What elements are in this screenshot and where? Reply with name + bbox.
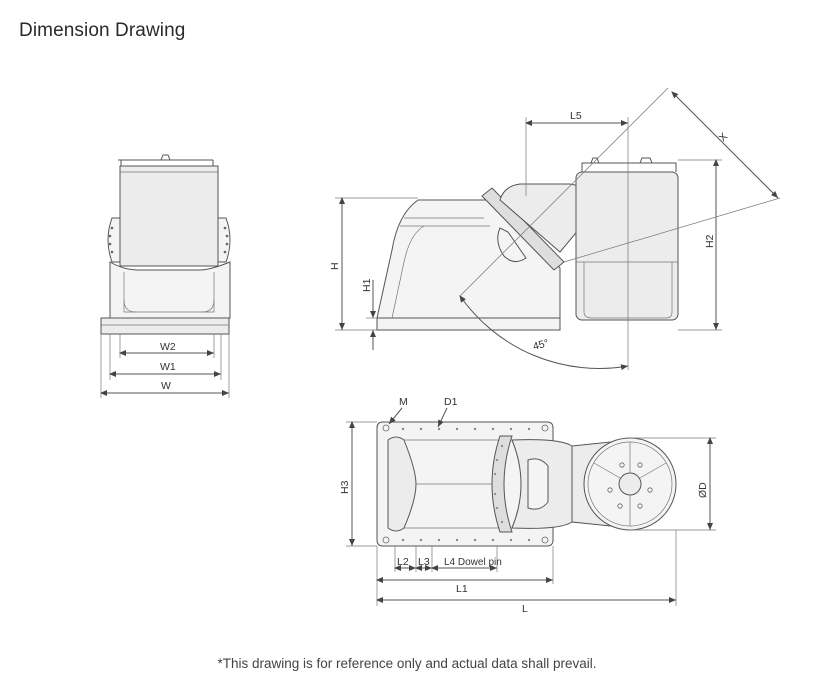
dim-label-l4: L4 Dowel pin — [444, 557, 502, 568]
dim-label-l5: L5 — [570, 110, 582, 122]
footnote: *This drawing is for reference only and … — [217, 656, 597, 671]
front-view: W2 W1 W — [100, 154, 231, 398]
dim-label-l: L — [522, 603, 528, 615]
dim-label-w1: W1 — [160, 361, 176, 373]
dim-label-h3: H3 — [339, 480, 351, 494]
dim-label-w: W — [161, 380, 171, 392]
dim-label-h2: H2 — [704, 234, 716, 248]
dim-label-l2: L2 — [397, 556, 409, 568]
dim-label-angle: 45° — [532, 337, 550, 353]
page-title: Dimension Drawing — [19, 20, 186, 41]
top-view: M D1 H3 ØD L2 L3 L4 Dowel pin L1 L — [339, 396, 716, 615]
dim-label-h1: H1 — [361, 278, 373, 292]
dim-label-h: H — [329, 262, 341, 270]
dim-label-w2: W2 — [160, 341, 176, 353]
dim-label-m: M — [399, 396, 408, 408]
dim-label-d: ØD — [697, 482, 709, 498]
dim-label-l1: L1 — [456, 583, 468, 595]
side-view: H H1 H2 L5 X 45° — [329, 87, 781, 371]
dim-label-l3: L3 — [418, 556, 430, 568]
dim-label-x: X — [717, 131, 730, 144]
dim-label-d1: D1 — [444, 396, 458, 408]
